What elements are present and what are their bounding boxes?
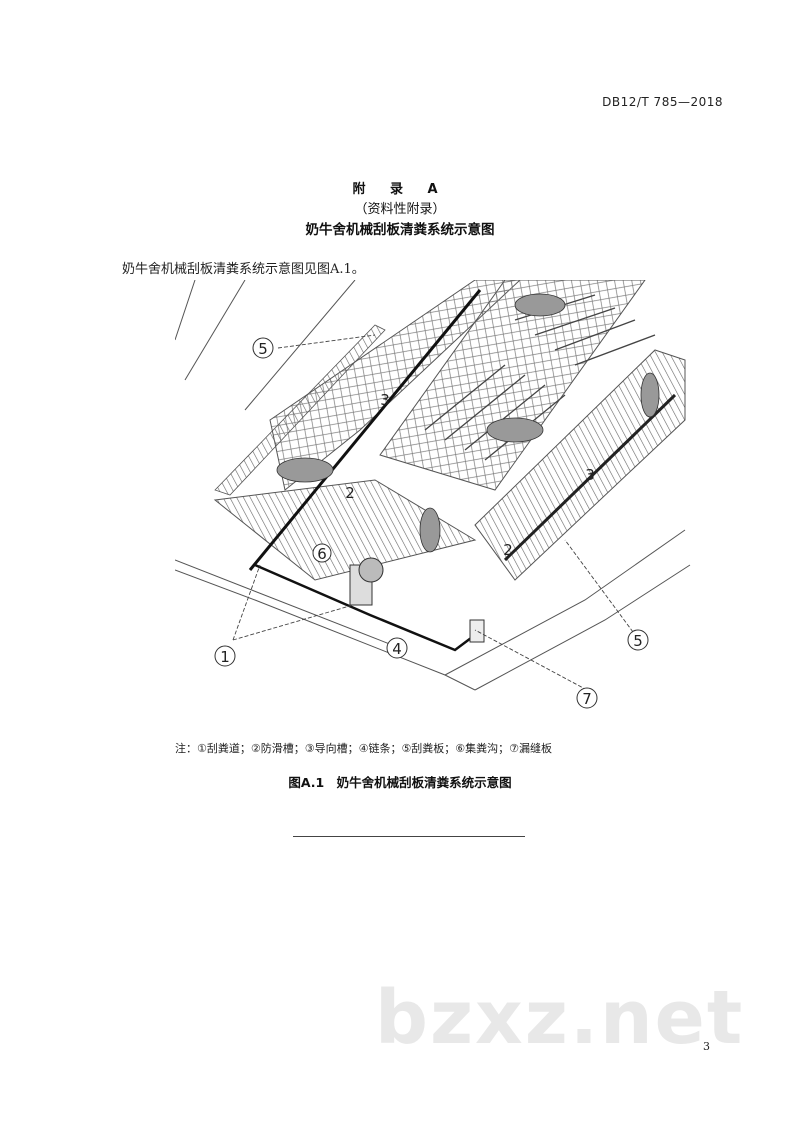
callout-7-label: 7 (582, 690, 592, 708)
callout-6-label: 6 (317, 545, 327, 563)
figure-drawing: 5 3 2 6 2 3 5 1 (175, 280, 691, 709)
intro-text: 奶牛舍机械刮板清粪系统示意图见图A.1。 (122, 262, 365, 277)
left-walkway (213, 479, 477, 581)
page-number: 3 (703, 1040, 710, 1053)
callout-5b: 5 (627, 629, 649, 651)
callout-4: 4 (386, 637, 408, 659)
callout-1-label: 1 (220, 648, 230, 666)
callout-5a: 5 (252, 337, 274, 359)
guide-groove (248, 289, 482, 652)
callout-3b-label: 3 (585, 466, 595, 484)
callout-7: 7 (576, 687, 598, 709)
standard-code: DB12/T 785—2018 (602, 95, 723, 109)
drive-unit (349, 557, 485, 643)
leader-lines (232, 334, 634, 691)
scraper-system-figure: 5 3 2 6 2 3 5 1 (175, 280, 695, 710)
callout-2a: 2 (345, 484, 355, 502)
left-mesh-area (214, 280, 521, 496)
callout-2a-label: 2 (345, 484, 355, 502)
callout-3b: 3 (585, 466, 595, 484)
callout-6: 6 (312, 543, 332, 563)
end-rule (293, 836, 525, 837)
callout-5a-label: 5 (258, 340, 268, 358)
appendix-title: 附 录 A (352, 182, 448, 197)
callout-3a: 3 (380, 391, 390, 409)
cow-figures (276, 293, 660, 553)
callout-5b-label: 5 (633, 632, 643, 650)
callout-4-label: 4 (392, 640, 402, 658)
barn-floor-outline (175, 280, 691, 691)
stall-area (379, 280, 656, 491)
figure-callouts: 5 3 2 6 2 3 5 1 (214, 337, 649, 709)
figure-note: 注：①刮粪道；②防滑槽；③导向槽；④链条；⑤刮粪板；⑥集粪沟；⑦漏缝板 (175, 742, 553, 755)
callout-1: 1 (214, 645, 236, 667)
appendix-subtitle: （资料性附录） (354, 202, 446, 217)
appendix-heading: 奶牛舍机械刮板清粪系统示意图 (305, 222, 495, 238)
callout-3a-label: 3 (380, 391, 390, 409)
callout-2b: 2 (503, 541, 513, 559)
right-walkway (474, 349, 686, 581)
figure-caption: 图A.1 奶牛舍机械刮板清粪系统示意图 (288, 775, 512, 790)
callout-2b-label: 2 (503, 541, 513, 559)
watermark-logo: bzxz.net (375, 975, 745, 1061)
